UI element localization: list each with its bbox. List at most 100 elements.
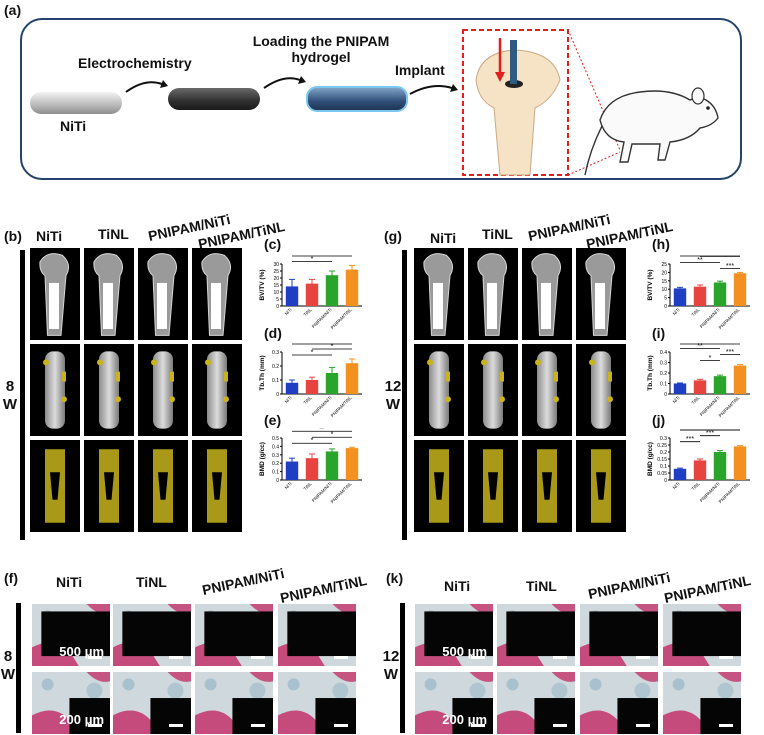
chart-d-category-label: PNIPAM/TiNL xyxy=(330,395,353,418)
chart-i-bar xyxy=(733,365,747,394)
chart-c-sig-label: * xyxy=(311,256,314,263)
microct-12w-implant-tinl xyxy=(468,344,518,436)
microct-8w-implant-pnipam-tinl xyxy=(192,344,242,436)
panel-label-h: (h) xyxy=(652,236,670,252)
chart-c-sig-label: ** xyxy=(319,254,325,258)
chart-c-category-label: NiTi xyxy=(284,307,293,316)
panel-label-a: (a) xyxy=(4,2,22,18)
microct-8w-bone-pnipam-tinl xyxy=(192,440,242,532)
panel-label-k: (k) xyxy=(386,570,404,586)
niti-rod xyxy=(30,92,122,114)
timepoint-bar-b xyxy=(20,250,25,540)
timepoint-unit-g: W xyxy=(385,396,401,413)
rat-eye xyxy=(706,106,710,110)
panel-label-g: (g) xyxy=(384,228,402,244)
rat-ear xyxy=(691,87,705,105)
timepoint-label-g: 12 W xyxy=(383,378,403,414)
chart-h-sig-label: ** xyxy=(697,257,703,264)
chart-j-sig-label: *** xyxy=(706,430,714,437)
femur-drawing xyxy=(475,49,561,176)
histology-8w-high-tinl xyxy=(113,672,191,734)
chart-e-bar xyxy=(325,451,339,480)
chart-i-category-label: PNIPAM/TiNL xyxy=(718,395,741,418)
microct-12w-femur-tinl xyxy=(468,248,518,340)
timepoint-label-f: 8 W xyxy=(0,648,16,684)
timepoint-unit-b: W xyxy=(2,396,18,413)
chart-d-sig-label: * xyxy=(311,350,314,357)
chart-e-ylabel: BMD (g/cc) xyxy=(259,442,266,476)
chart-c-ytick-label: 15 xyxy=(273,283,279,289)
chart-e-ytick-label: 0 xyxy=(276,478,279,484)
chart-e-ytick-label: 0.3 xyxy=(272,453,279,459)
microct-12w-implant-pnipam-niti xyxy=(522,344,572,436)
chart-d-ylabel: Tb.Th (mm) xyxy=(259,355,266,390)
implant-zoom-box xyxy=(462,29,569,176)
chart-d-ytick-label: 0.2 xyxy=(272,364,279,370)
chart-h-bar xyxy=(733,273,747,306)
chart-c-ytick-label: 25 xyxy=(273,269,279,275)
chart-c-ytick-label: 5 xyxy=(276,297,279,303)
step-electrochemistry-label: Electrochemistry xyxy=(78,55,192,71)
chart-d-sig-label: *** xyxy=(318,342,326,346)
microct-8w-femur-pnipam-niti xyxy=(138,248,188,340)
microct-12w-bone-pnipam-tinl xyxy=(576,440,626,532)
chart-d-ytick-label: 0 xyxy=(276,392,279,398)
chart-e-sig-label: * xyxy=(331,432,334,439)
chart-j-category-label: TiNL xyxy=(691,481,701,491)
microct-8w-bone-pnipam-niti xyxy=(138,440,188,532)
chart-c-bar xyxy=(305,283,319,306)
chart-i-ytick-label: 0.2 xyxy=(660,371,667,377)
chart-j-sig-label: *** xyxy=(686,436,694,443)
chart-h-category-label: PNIPAM/TiNL xyxy=(718,307,741,330)
chart-i-sig-label: * xyxy=(709,355,712,362)
scale-bar-label: 500 μm xyxy=(442,644,488,659)
histology-8w-high-pnipam-tinl xyxy=(278,672,356,734)
microct-12w-bone-niti xyxy=(414,440,464,532)
header-k-pnipam-niti: PNIPAM/NiTi xyxy=(586,568,672,602)
microct-12w-implant-niti xyxy=(414,344,464,436)
microct-8w-implant-tinl xyxy=(84,344,134,436)
chart-e-ytick-label: 0.2 xyxy=(272,461,279,467)
arrow-1-head xyxy=(160,80,168,88)
chart-j-category-label: NiTi xyxy=(672,481,681,490)
microct-12w-bone-pnipam-niti xyxy=(522,440,572,532)
chart-h-category-label: NiTi xyxy=(672,307,681,316)
tinl-rod xyxy=(168,88,260,110)
rat-tail xyxy=(584,125,603,176)
histology-8w-low-niti: 500 μm xyxy=(32,604,110,666)
chart-c-ytick-label: 10 xyxy=(273,290,279,296)
histology-8w-low-pnipam-niti xyxy=(195,604,273,666)
histology-12w-high-niti: 200 μm xyxy=(415,672,493,734)
panel-label-f: (f) xyxy=(4,570,18,586)
microct-8w-implant-pnipam-niti xyxy=(138,344,188,436)
chart-i-ytick-label: 0 xyxy=(664,392,667,398)
chart-j-bar xyxy=(713,452,727,480)
microct-8w-femur-niti xyxy=(30,248,80,340)
timepoint-bar-k xyxy=(400,603,405,733)
header-f-tinl: TiNL xyxy=(136,574,167,590)
chart-e-sig-label: * xyxy=(311,438,314,445)
chart-c-ytick-label: 30 xyxy=(273,262,279,268)
timepoint-label-k: 12 W xyxy=(382,648,400,684)
chart-c-ylabel: BV/TV (%) xyxy=(259,269,266,300)
chart-j-ytick-label: 0.1 xyxy=(660,464,667,470)
microct-12w-femur-niti xyxy=(414,248,464,340)
chart-e-bar xyxy=(305,458,319,480)
scheme-arrows xyxy=(125,29,719,176)
timepoint-bar-g xyxy=(402,250,407,540)
header-g-niti: NiTi xyxy=(430,230,457,246)
panel-label-b: (b) xyxy=(4,228,22,244)
chart-h-category-label: TiNL xyxy=(691,307,701,317)
chart-d-ytick-label: 0.3 xyxy=(272,350,279,356)
chart-e-ytick-label: 0.4 xyxy=(272,444,279,450)
step-implant-label: Implant xyxy=(395,62,445,78)
scale-bar-label: 200 μm xyxy=(59,712,105,727)
chart-e-category-label: NiTi xyxy=(284,481,293,490)
microct-12w-implant-pnipam-tinl xyxy=(576,344,626,436)
microct-8w-femur-tinl xyxy=(84,248,134,340)
chart-h-ylabel: BV/TV (%) xyxy=(647,269,654,300)
chart-j-sig-label: **** xyxy=(705,428,716,432)
timepoint-num-g: 12 xyxy=(384,378,402,395)
